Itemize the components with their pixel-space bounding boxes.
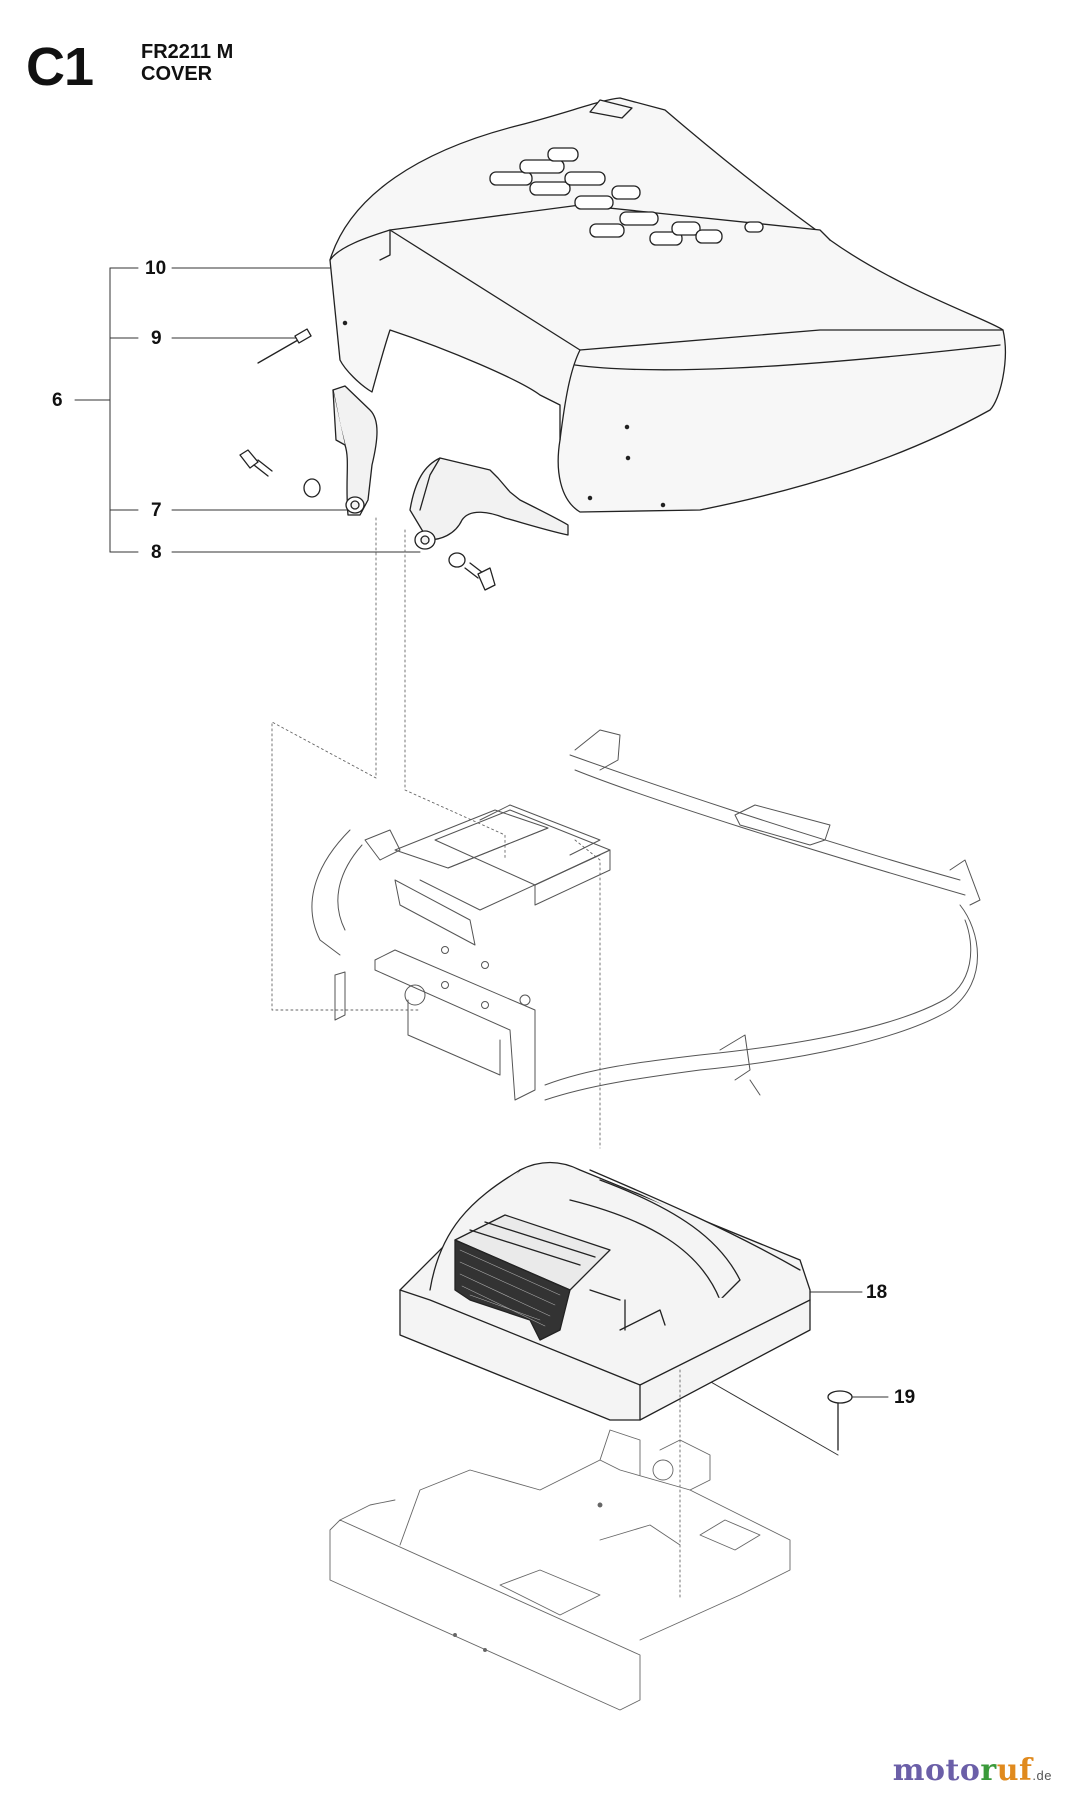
watermark-logo: motoruf.de: [893, 1753, 1052, 1788]
watermark-part-a: moto: [892, 1753, 981, 1788]
callout-19: 19: [894, 1387, 916, 1408]
callout-18: 18: [866, 1282, 888, 1303]
callout-9: 9: [151, 328, 162, 349]
section-code: C1: [26, 37, 94, 97]
callout-7: 7: [151, 500, 162, 521]
frame-chassis: [311, 729, 981, 1101]
motor-cover-part-18: [399, 1161, 811, 1421]
grip-texture: [459, 1249, 561, 1327]
callout-10: 10: [145, 258, 167, 279]
leader-lines: [74, 267, 889, 1456]
screw-part-19: [827, 1390, 853, 1451]
watermark-part-c: uf: [996, 1753, 1033, 1788]
screw-left: [239, 449, 321, 498]
cover-part-10: [329, 97, 1006, 513]
assembly-dashed-lines: [271, 517, 601, 1149]
callout-8: 8: [151, 542, 162, 563]
model-number: FR2211 M: [141, 41, 234, 63]
base-plate: [329, 1429, 791, 1711]
bracket-part-8: [409, 457, 569, 550]
watermark-suffix: .de: [1032, 1768, 1052, 1783]
screw-right: [448, 552, 496, 591]
watermark-part-b: r: [980, 1753, 997, 1788]
pin-part-9: [257, 328, 312, 364]
section-title: COVER: [141, 63, 213, 85]
callout-6: 6: [52, 390, 63, 411]
bracket-part-7: [332, 385, 378, 516]
